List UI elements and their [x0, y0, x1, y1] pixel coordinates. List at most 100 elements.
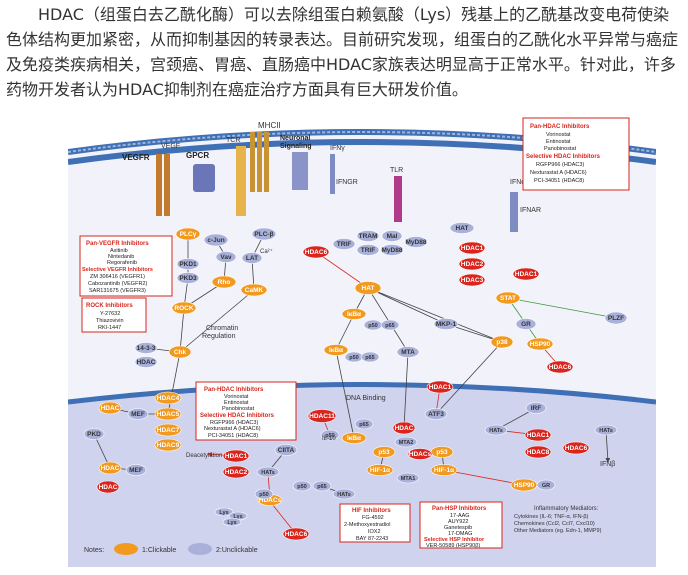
inhibitor-box-pan-hdac-top[interactable]: Pan-HDAC Inhibitors Vorinostat Entinosta… — [522, 117, 630, 191]
pan-hdac-mid-item-2: Entinostat — [224, 400, 249, 406]
vegf-label: VEGF — [161, 143, 180, 150]
node-label: HDAC9 — [157, 442, 180, 449]
node-shape — [424, 408, 448, 420]
node-shape — [282, 527, 310, 541]
node-rho[interactable]: Rho — [211, 275, 237, 289]
node-label: CaMK — [245, 287, 264, 294]
node-shape — [332, 238, 356, 250]
node-hdac6-b: HDAC6 — [282, 527, 310, 541]
node-shape — [604, 311, 628, 325]
node-shape — [381, 230, 403, 242]
node-label: PLC-β — [254, 231, 273, 238]
selective-hdac-top-title: Selective HDAC Inhibitors — [526, 154, 601, 160]
node-label: GR — [542, 483, 550, 489]
node-label: HDAC1 — [461, 245, 484, 252]
node-ciita: CIITA — [274, 444, 298, 456]
node-shape — [407, 448, 433, 460]
pan-hdac-top-item-2: Entinostat — [546, 139, 571, 145]
hsp-item-1: 17-AAG — [450, 513, 470, 519]
node-shape — [430, 464, 458, 476]
inhibitor-box-hif[interactable]: HIF Inhibitors FG-4592 2-Methoxyestradio… — [339, 503, 411, 543]
clickable-legend-label: 1:Clickable — [142, 547, 176, 554]
node-label: HDAC6 — [285, 531, 308, 538]
node-label: HDAC5 — [157, 411, 180, 418]
node-label: MTA1 — [401, 476, 416, 482]
node-label: Lys — [219, 510, 228, 516]
node-label: Lys — [227, 520, 236, 526]
node-label: HDAC — [137, 359, 156, 366]
inhibitor-box-pan-hdac-mid[interactable]: Pan-HDAC Inhibitors Vorinostat Entinosta… — [195, 381, 297, 441]
node-shape — [222, 465, 250, 479]
node-pkd1: PKD1 — [176, 258, 200, 270]
node-label: p38 — [496, 339, 508, 346]
inhibitor-box-rock[interactable]: ROCK Inhibitors Y-27632 Thiazovivin RKI-… — [81, 297, 147, 333]
node-hdac1-rr: HDAC1 — [524, 428, 552, 442]
ifngr-label: IFNGR — [336, 179, 358, 186]
node-label: MKP-1 — [436, 321, 457, 328]
notes-label: Notes: — [84, 547, 104, 554]
pathway-arrow-rock-to-chk — [177, 307, 185, 353]
node-plcg[interactable]: PLCγ — [175, 227, 201, 241]
node-shape — [83, 428, 105, 440]
pan-hdac-mid-title: Pan-HDAC Inhibitors — [204, 387, 264, 393]
node-hif1a[interactable]: HIF-1α — [366, 464, 394, 476]
node-hdac5[interactable]: HDAC5 — [154, 407, 182, 421]
node-shape — [312, 480, 332, 492]
node-p38[interactable]: p38 — [490, 335, 514, 349]
node-p53b[interactable]: p53 — [430, 446, 454, 458]
node-shape — [433, 318, 459, 330]
node-label: PKD — [87, 431, 101, 438]
hsp-item-4: 17-DMAG — [448, 531, 472, 537]
node-shape — [168, 345, 192, 359]
node-label: HDAC6 — [305, 249, 328, 256]
node-ikba-1[interactable]: IκBα — [341, 308, 367, 320]
node-shape — [154, 407, 182, 421]
node-ikba-n[interactable]: IκBα — [341, 432, 367, 444]
node-ikba-2[interactable]: IκBα — [323, 344, 349, 356]
node-label: HDAC1 — [225, 453, 248, 460]
node-p50-c: p50 — [254, 488, 274, 500]
inhibitor-box-pan-vegfr[interactable]: Pan-VEGFR Inhibitors Axitinib Nintedanib… — [79, 235, 173, 297]
node-shape — [175, 227, 201, 241]
node-hdac7[interactable]: HDAC7 — [154, 423, 182, 437]
node-label: HDAC — [101, 465, 120, 472]
node-label: PKD1 — [179, 261, 197, 268]
node-rock[interactable]: ROCK — [171, 301, 197, 315]
node-hdac9[interactable]: HDAC9 — [154, 438, 182, 452]
node-stat[interactable]: STAT — [495, 291, 521, 305]
node-shape — [176, 258, 200, 270]
unclickable-legend-swatch — [188, 543, 212, 555]
hsp-item-3: Ganetespib — [444, 525, 472, 531]
node-shape — [171, 301, 197, 315]
node-shape — [215, 251, 237, 263]
mediators-line-1: Cytokines (IL-6; TNF-α, IFN-β) — [514, 514, 589, 520]
notes-legend: Notes: 1:Clickable 2:Unclickable — [84, 543, 258, 555]
node-chk[interactable]: Chk — [168, 345, 192, 359]
node-label: MyD88 — [382, 247, 403, 254]
article-text: HDAC（组蛋白去乙酰化酶）可以去除组蛋白赖氨酸（Lys）残基上的乙酰基改变电荷… — [6, 5, 679, 99]
node-hdac4[interactable]: HDAC4 — [154, 391, 182, 405]
mediators-line-2: Chemokines (Ccl2, Ccl7, Cxcl10) — [514, 521, 595, 527]
node-hats-n: HATs — [256, 466, 280, 478]
node-shape — [323, 344, 349, 356]
node-hsp90-r[interactable]: HSP90 — [526, 337, 554, 351]
node-plzf: PLZF — [604, 311, 628, 325]
node-hsp90-b[interactable]: HSP90 — [510, 478, 538, 492]
node-cjun: c-Jun — [203, 233, 229, 247]
node-gr-b: GR — [536, 479, 556, 491]
node-hdac-n2[interactable]: HDAC — [98, 461, 122, 475]
hdac-pathway-diagram: MHCII VEGF VEGFR GPCR TCR Neuronal Signa… — [68, 112, 656, 567]
inhibitor-box-hsp[interactable]: Pan-HSP Inhibitors 17-AAG AUY922 Ganetes… — [419, 501, 503, 549]
node-label: p65 — [385, 323, 394, 329]
node-hif1b[interactable]: HIF-1α — [430, 464, 458, 476]
node-shape — [98, 461, 122, 475]
node-p65-1: p65 — [380, 319, 400, 331]
node-shape — [127, 408, 149, 420]
node-hat-center[interactable]: HAT — [354, 281, 382, 295]
selective-hsp-title: Selective HSP Inhibitor — [424, 537, 485, 543]
node-hdac-n[interactable]: HDAC — [98, 401, 122, 415]
node-p53a[interactable]: p53 — [372, 446, 396, 458]
node-label: ROCK — [174, 305, 193, 312]
node-camk[interactable]: CaMK — [240, 283, 268, 297]
node-shape — [125, 464, 147, 476]
